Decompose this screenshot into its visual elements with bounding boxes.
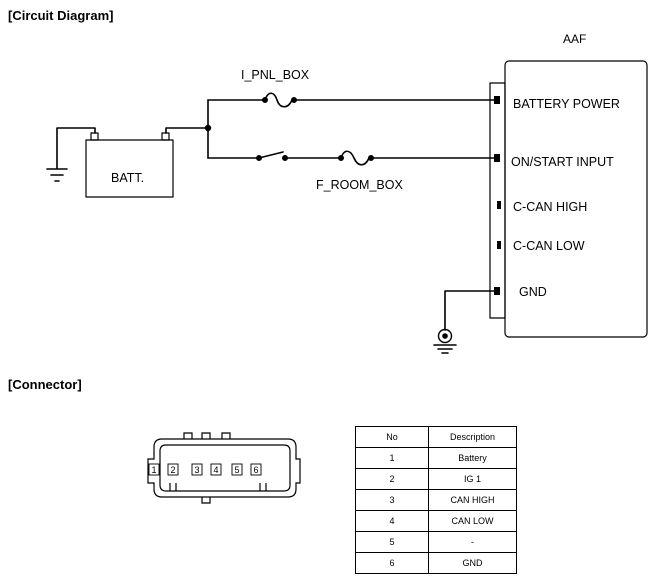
table-cell-description: - — [428, 531, 517, 553]
table-cell-no: 1 — [355, 447, 429, 469]
fuse-label-lower: F_ROOM_BOX — [316, 178, 403, 192]
connector-key-slots — [169, 483, 267, 491]
chassis-ground-icon — [46, 168, 68, 182]
fuse-label-upper: I_PNL_BOX — [241, 68, 310, 82]
aaf-connector-strip — [489, 82, 506, 319]
fuse-icon-lower — [337, 150, 374, 166]
table-row: 2 IG 1 — [355, 468, 517, 490]
battery-label: BATT. — [111, 171, 144, 185]
connector-drawing: 1 2 3 4 5 6 — [147, 432, 301, 504]
table-cell-no: 5 — [355, 531, 429, 553]
battery-ground-wire — [56, 127, 96, 169]
junction-dot — [204, 124, 212, 132]
connector-pin-number: 1 — [151, 465, 156, 475]
signal-ground-icon — [433, 328, 457, 354]
connector-title: [Connector] — [8, 377, 82, 392]
table-row: 5 - — [355, 531, 517, 553]
connector-pin-number: 2 — [170, 465, 175, 475]
table-cell-no: 6 — [355, 552, 429, 574]
table-cell-no: 3 — [355, 489, 429, 511]
table-cell-no: 2 — [355, 468, 429, 490]
ignition-switch-icon — [255, 151, 288, 162]
aaf-pin-terminals — [494, 96, 501, 295]
pin-label-battery-power: BATTERY POWER — [513, 97, 620, 111]
table-header-row: No Description — [355, 426, 517, 448]
connector-pin-number: 6 — [253, 465, 258, 475]
table-header-description: Description — [428, 426, 517, 448]
battery-symbol — [85, 132, 174, 198]
connector-pin-number: 5 — [234, 465, 239, 475]
fuse-icon-upper — [261, 92, 297, 108]
table-cell-description: Battery — [428, 447, 517, 469]
table-header-no: No — [355, 426, 429, 448]
table-row: 6 GND — [355, 552, 517, 574]
table-cell-description: IG 1 — [428, 468, 517, 490]
pin-description-table: No Description 1 Battery 2 IG 1 3 CAN HI… — [355, 426, 517, 574]
connector-pin-number: 3 — [194, 465, 199, 475]
circuit-diagram: AAF I_PNL_BOX F_ROOM_BOX BATT. BATTERY P… — [46, 32, 648, 354]
table-row: 1 Battery — [355, 447, 517, 469]
connector-lock-tabs — [183, 432, 231, 504]
circuit-diagram-title: [Circuit Diagram] — [8, 8, 114, 23]
connector-outline — [147, 438, 301, 498]
table-cell-description: CAN LOW — [428, 510, 517, 532]
table-cell-description: GND — [428, 552, 517, 574]
module-name-label: AAF — [563, 32, 586, 46]
connector-pin-number: 4 — [213, 465, 218, 475]
table-cell-description: CAN HIGH — [428, 489, 517, 511]
table-row: 4 CAN LOW — [355, 510, 517, 532]
table-cell-no: 4 — [355, 510, 429, 532]
table-row: 3 CAN HIGH — [355, 489, 517, 511]
pin-label-c-can-high: C-CAN HIGH — [513, 200, 587, 214]
pin-label-on-start-input: ON/START INPUT — [511, 155, 614, 169]
gnd-wire — [444, 290, 495, 331]
connector-pins — [148, 463, 262, 476]
battery-positive-wire — [165, 127, 209, 134]
connector-inner-outline — [159, 444, 291, 492]
pin-label-gnd: GND — [519, 285, 547, 299]
pin-label-c-can-low: C-CAN LOW — [513, 239, 585, 253]
